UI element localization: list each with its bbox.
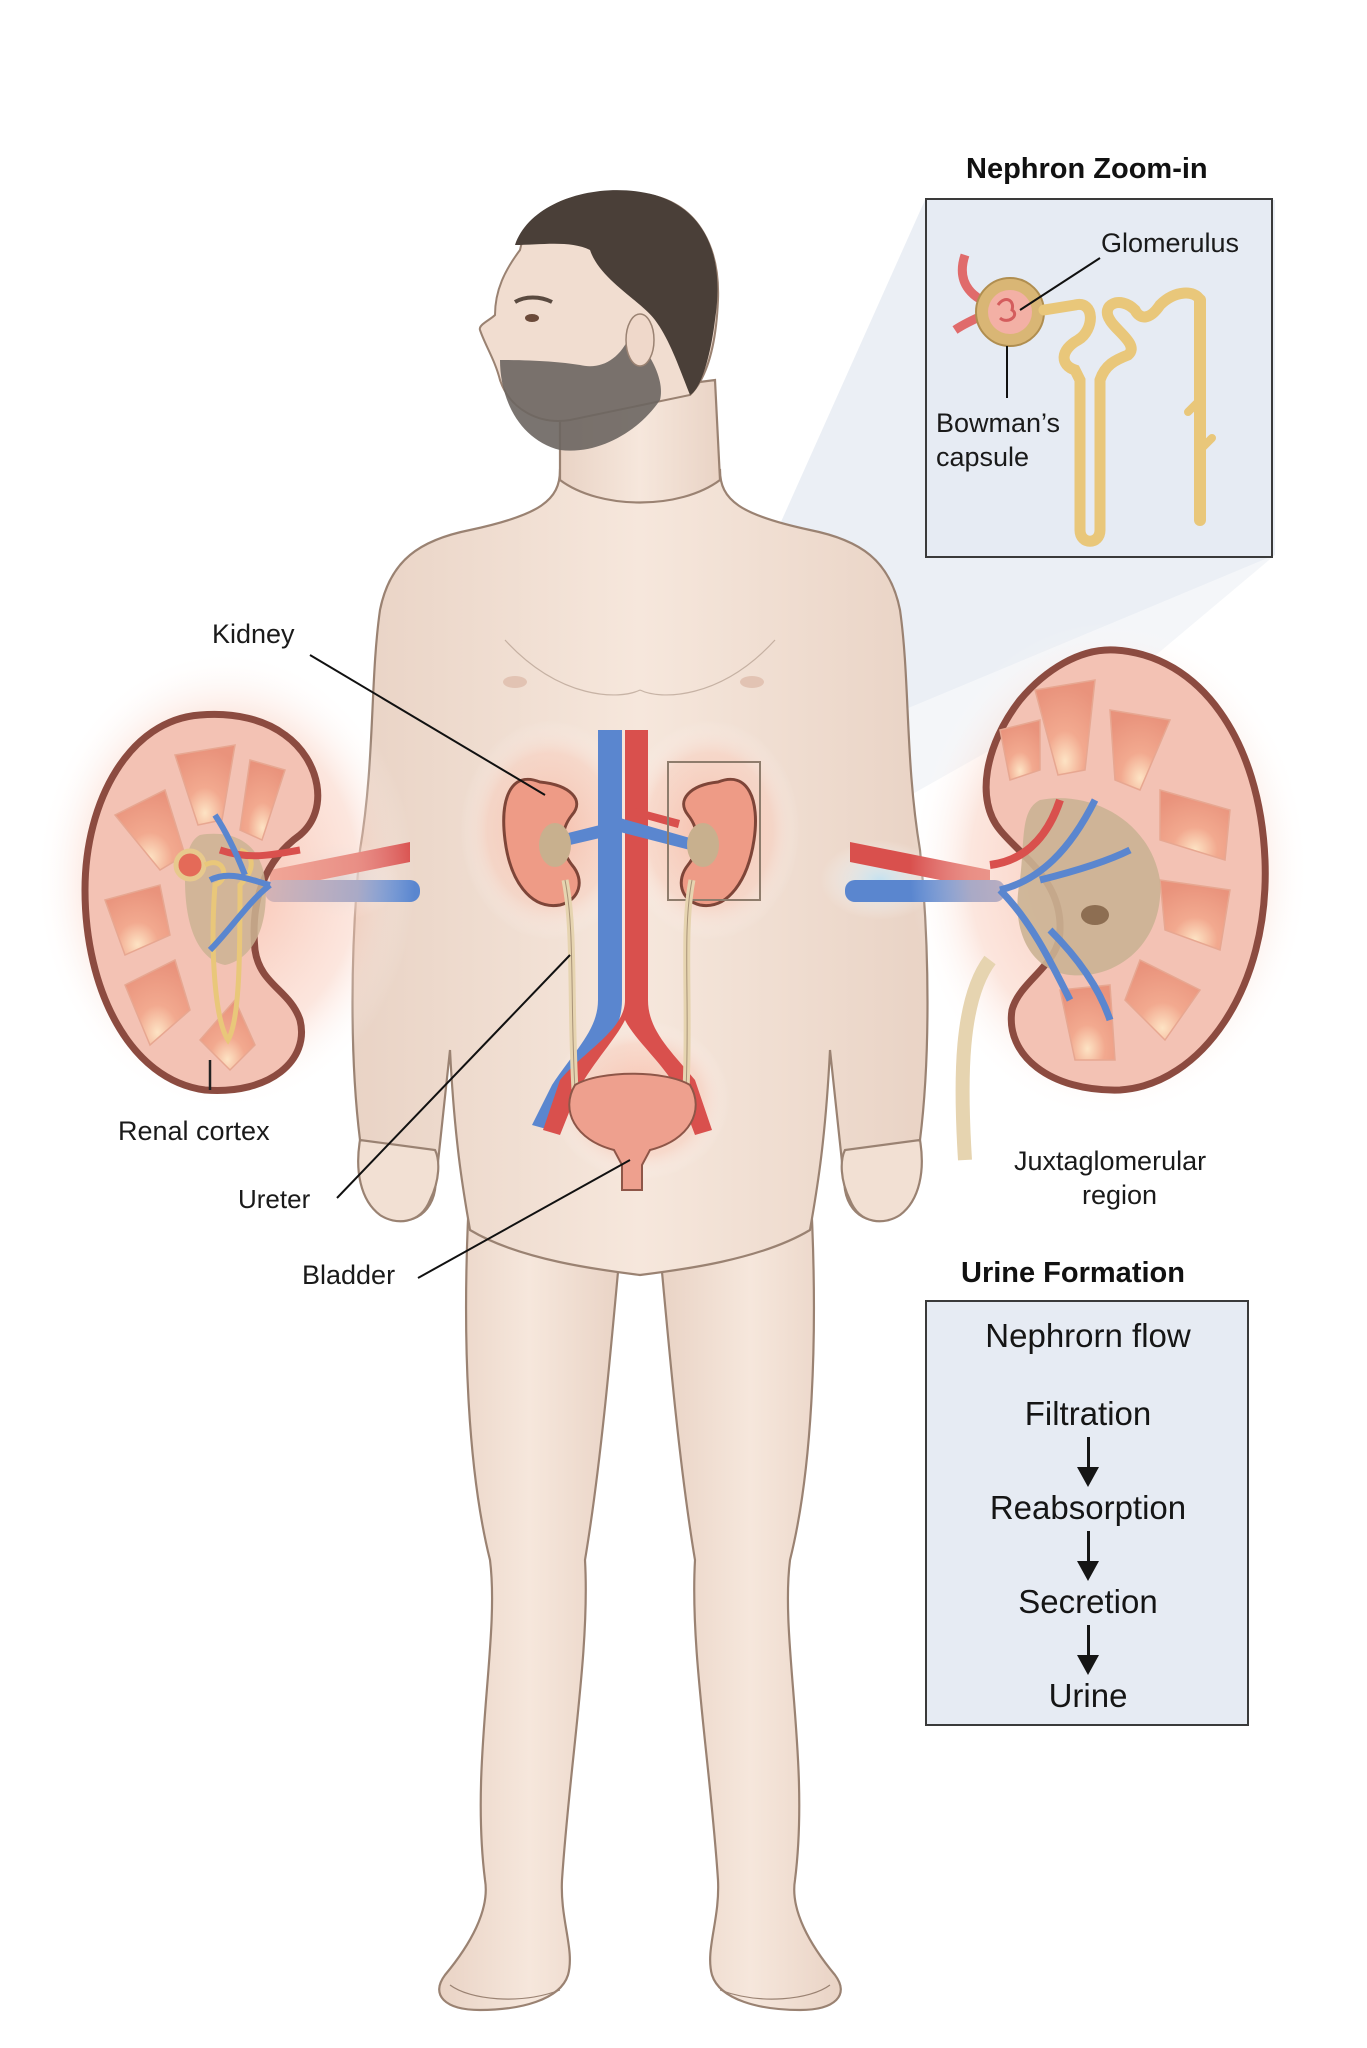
bowmans-capsule-label-line2: capsule bbox=[936, 442, 1030, 472]
label-leader-lines bbox=[309, 654, 631, 1279]
flow-step-reabsorption: Reabsorption bbox=[989, 1489, 1187, 1526]
urinary-system bbox=[460, 720, 800, 1191]
urine-formation-flow: Nephrorn flow Filtration Reabsorption Se… bbox=[926, 1301, 1250, 1727]
juxtaglomerular-label-line1: Juxtaglomerular bbox=[1014, 1146, 1207, 1176]
urine-formation-title: Urine Formation bbox=[961, 1257, 1185, 1289]
renal-cortex-label: Renal cortex bbox=[118, 1116, 270, 1146]
nephron-zoom-title: Nephron Zoom-in bbox=[966, 153, 1208, 185]
flow-step-urine: Urine bbox=[1048, 1677, 1128, 1714]
head bbox=[478, 190, 720, 451]
right-kidney-cross-section bbox=[910, 620, 1310, 1161]
kidney-label: Kidney bbox=[212, 619, 295, 649]
ureter-label: Ureter bbox=[238, 1184, 311, 1214]
flow-heading: Nephrorn flow bbox=[985, 1317, 1191, 1354]
left-kidney-cross-section bbox=[35, 650, 415, 1110]
flow-step-secretion: Secretion bbox=[1018, 1583, 1158, 1620]
juxtaglomerular-label-line2: region bbox=[1082, 1180, 1158, 1210]
bowmans-capsule-label-line1: Bowman’s bbox=[936, 408, 1061, 438]
zoom-region-box bbox=[667, 761, 761, 901]
human-body bbox=[351, 378, 929, 2012]
flow-step-filtration: Filtration bbox=[1024, 1395, 1152, 1432]
glomerulus-label: Glomerulus bbox=[1101, 228, 1240, 258]
nephron-drawing bbox=[952, 253, 1216, 547]
bladder-label: Bladder bbox=[302, 1260, 396, 1290]
